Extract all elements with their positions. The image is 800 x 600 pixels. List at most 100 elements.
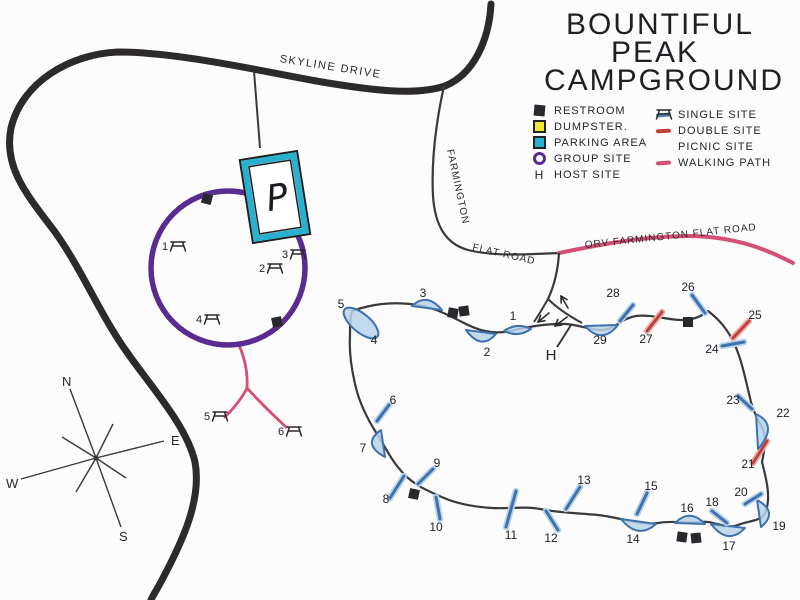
compass-arm	[20, 457, 97, 480]
picnic-site-number: 3	[282, 249, 288, 261]
group-icon	[531, 152, 547, 165]
legend-item-label: GROUP SITE	[554, 152, 632, 165]
picnic-table-icon	[285, 426, 303, 437]
campsite-number-1: 1	[510, 309, 517, 323]
campsite-21: 21	[741, 437, 771, 471]
campsite-24: 24	[705, 338, 748, 356]
campsite-number-9: 9	[434, 456, 441, 470]
legend-item-label: DOUBLE SITE	[678, 124, 762, 137]
campsite-number-12: 12	[544, 531, 558, 545]
legend-column-1: RESTROOM DUMPSTER. PARKING AREA GROUP SITE H…	[531, 104, 647, 182]
path-icon	[655, 160, 671, 165]
legend-item-single-site: SINGLE SITE	[655, 108, 771, 121]
compass-arm	[75, 457, 97, 493]
compass-east-label: E	[171, 433, 180, 448]
farmington-road-label: FARMINGTON	[444, 148, 471, 225]
skyline-drive-road	[6, 0, 495, 600]
walking-path-left	[223, 386, 249, 419]
restroom-icon	[683, 317, 693, 327]
compass-arm	[95, 457, 127, 479]
compass-north-label: N	[62, 374, 71, 389]
campsite-26: 26	[681, 280, 709, 317]
campsite-6: 6	[373, 393, 397, 425]
campsite-28: 28	[606, 286, 637, 325]
parking-icon	[531, 136, 547, 149]
picnic-site-2: 2	[259, 263, 284, 275]
picnic-site-1: 1	[162, 241, 187, 253]
legend-item-label: SINGLE SITE	[678, 108, 757, 121]
legend-item-label: HOST SITE	[554, 168, 621, 181]
picnic-table-icon	[289, 249, 307, 260]
campsite-number-27: 27	[639, 332, 653, 346]
campsite-16: 16	[674, 501, 706, 525]
farmington-flat-road	[431, 85, 560, 256]
map-title-line2: PEAK	[611, 36, 699, 69]
restroom-icon	[447, 307, 459, 319]
picnic-table-icon	[266, 263, 284, 274]
legend-item-restroom: RESTROOM	[531, 104, 647, 117]
restroom-icon	[271, 316, 283, 328]
group-site-layer	[148, 188, 308, 348]
orv-farmington-flat-road	[557, 233, 795, 265]
legend-item-parking-area: PARKING AREA	[531, 136, 647, 149]
campsite-13: 13	[562, 473, 591, 513]
campsite-11: 11	[502, 487, 520, 542]
compass-south-label: S	[119, 529, 128, 544]
campsite-number-24: 24	[705, 342, 719, 356]
campsite-number-22: 22	[776, 406, 790, 420]
picnic-site-number: 1	[162, 241, 168, 253]
legend-column-2: SINGLE SITE DOUBLE SITE PICNIC SITE WALKING…	[655, 108, 771, 169]
campsite-27: 27	[639, 308, 666, 346]
picnic-table-icon	[169, 241, 187, 252]
picnic-site-number: 6	[278, 426, 284, 438]
compass-center	[93, 455, 99, 461]
one-way-arrow-icon	[560, 295, 569, 309]
campsite-number-14: 14	[626, 532, 640, 546]
campsite-3: 3	[411, 286, 443, 311]
campsite-number-13: 13	[577, 473, 591, 487]
campsite-number-4: 4	[371, 333, 378, 347]
campsite-number-26: 26	[681, 280, 695, 294]
campsite-number-16: 16	[680, 501, 694, 515]
restroom-icon	[690, 532, 702, 544]
picnic-sites-layer: 1 2 3 4 5 6	[162, 241, 307, 438]
host-icon: H	[534, 167, 544, 182]
campsite-number-7: 7	[360, 441, 367, 455]
campsite-1: 1	[503, 309, 532, 335]
campsite-number-21: 21	[741, 457, 755, 471]
legend-item-label: DUMPSTER.	[554, 120, 628, 133]
campsite-20: 20	[734, 485, 765, 508]
campsite-number-23: 23	[726, 393, 740, 407]
dumpster-icon	[531, 120, 547, 133]
compass-arm	[95, 440, 165, 459]
picnic-table-icon	[203, 314, 221, 325]
walking-path-right	[245, 386, 288, 429]
restroom-icon	[531, 104, 547, 117]
picnic-site-5: 5	[204, 411, 229, 423]
compass-arm	[61, 436, 97, 459]
orv-road-label: ORV FARMINGTON FLAT ROAD	[584, 222, 757, 251]
campsite-number-19: 19	[772, 519, 786, 533]
picnic-site-4: 4	[196, 314, 221, 326]
campsite-25: 25	[729, 308, 762, 342]
campsite-number-20: 20	[734, 485, 748, 499]
campsite-number-15: 15	[644, 479, 658, 493]
legend-item-label: PICNIC SITE	[678, 140, 754, 153]
picnic-table-icon	[211, 411, 229, 422]
legend-item-walking-path: WALKING PATH	[655, 156, 771, 169]
entry-fork-left	[533, 298, 549, 323]
parking-area-layer: P	[238, 149, 312, 245]
legend-item-label: WALKING PATH	[678, 156, 772, 169]
campsite-number-5: 5	[338, 297, 345, 311]
one-way-arrow-icon	[537, 312, 550, 323]
campsite-number-28: 28	[606, 286, 620, 300]
legend-item-double-site: DOUBLE SITE	[655, 124, 771, 137]
restroom-icon	[458, 305, 470, 317]
picnic-site-number: 4	[196, 314, 202, 326]
picnic-site-6: 6	[278, 426, 303, 438]
host-site-label: H	[546, 347, 557, 364]
picnic-site-3: 3	[282, 249, 307, 261]
campsite-18: 18	[705, 495, 731, 527]
